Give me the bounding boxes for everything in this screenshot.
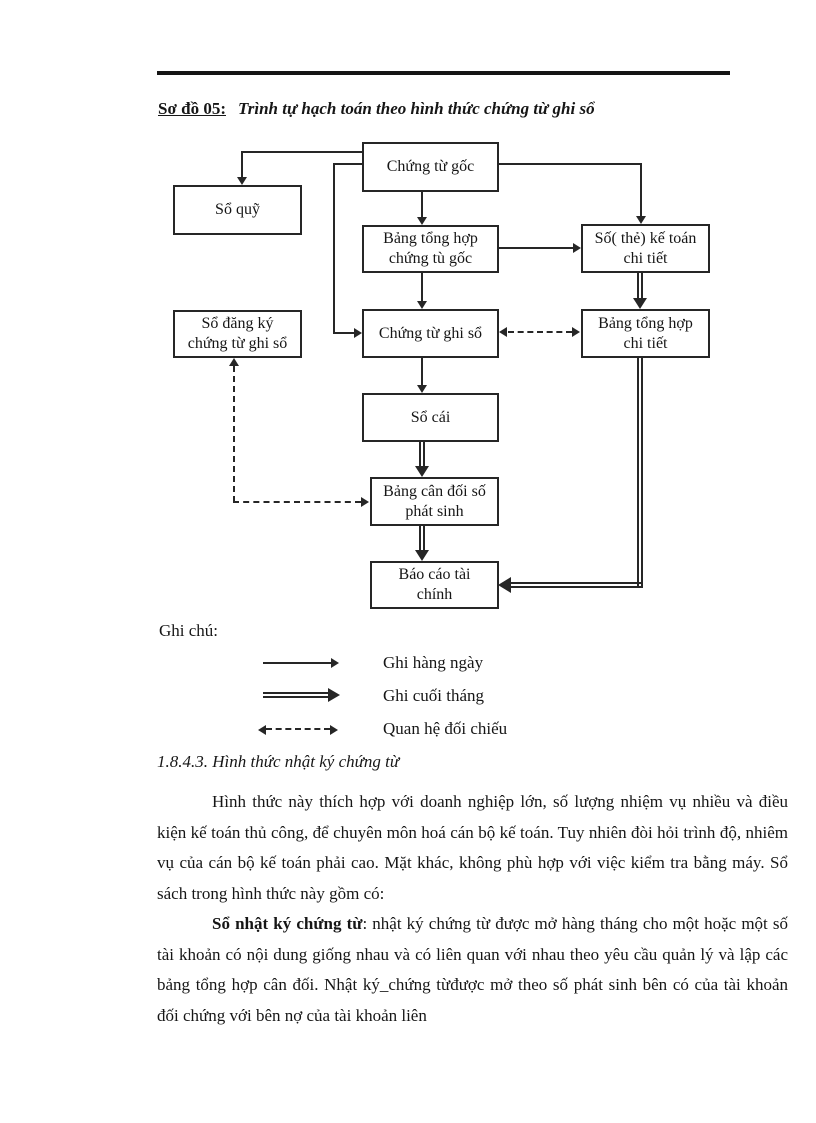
connector-bthct-bctc-double-line bbox=[637, 358, 643, 586]
box-label: Báo cáo tài bbox=[398, 566, 471, 583]
arrowhead-up-icon bbox=[229, 358, 239, 366]
box-label: Bảng tổng hợp bbox=[598, 314, 693, 332]
box-label: Bảng tổng hợp bbox=[383, 230, 478, 247]
paragraph-bold-lead: Sổ nhật ký chứng từ bbox=[212, 914, 363, 933]
diagram-title: Sơ đồ 05: Trình tự hạch toán theo hình th… bbox=[158, 99, 595, 119]
arrowhead-down-icon bbox=[237, 177, 247, 185]
legend-item-label: Quan hệ đối chiếu bbox=[383, 719, 508, 738]
legend-solid-arrow-icon bbox=[263, 662, 331, 664]
box-label: chứng từ ghi sổ bbox=[187, 335, 288, 352]
arrowhead-left-icon bbox=[498, 577, 511, 593]
legend-item-label: Ghi cuối tháng bbox=[383, 686, 485, 705]
connector-ctg-ctgs-line bbox=[333, 163, 362, 165]
arrowhead-down-icon bbox=[633, 298, 647, 309]
legend-double-arrow-icon bbox=[263, 692, 328, 698]
flowchart-box-bao-cao-tai-chinh: Báo cáo tài chính bbox=[370, 561, 499, 609]
flowchart-box-so-dang-ky-chung-tu-ghi-so: Sổ đăng ký chứng từ ghi sổ bbox=[173, 310, 302, 358]
body-text: Hình thức này thích hợp với doanh nghiệp… bbox=[157, 787, 788, 1031]
arrowhead-right-icon bbox=[361, 497, 369, 507]
box-label: Sổ quỹ bbox=[215, 201, 260, 218]
box-label: Số( thẻ) kế toán bbox=[594, 229, 697, 247]
arrowhead-right-icon bbox=[354, 328, 362, 338]
arrowhead-down-icon bbox=[417, 385, 427, 393]
arrowhead-left-icon bbox=[499, 327, 507, 337]
connector-ctg-soquy-line bbox=[241, 151, 243, 177]
connector-bthct-bctc-double-line bbox=[511, 582, 643, 588]
diagram-title-text: Trình tự hạch toán theo hình thức chứng … bbox=[237, 99, 595, 118]
legend-item-label: Ghi hàng ngày bbox=[383, 653, 484, 672]
connector-ctg-sothe-line bbox=[498, 163, 642, 165]
legend-solid-arrowhead-icon bbox=[331, 658, 339, 668]
connector-ctg-bth-line bbox=[421, 192, 423, 217]
arrowhead-down-icon bbox=[636, 216, 646, 224]
arrowhead-right-icon bbox=[572, 327, 580, 337]
box-label: Sổ đăng ký bbox=[201, 315, 274, 332]
connector-ctg-soquy-line bbox=[241, 151, 362, 153]
box-label: Sổ cái bbox=[410, 408, 451, 426]
connector-ctg-ctgs-line bbox=[333, 332, 354, 334]
legend-heading: Ghi chú: bbox=[159, 621, 219, 640]
paragraph-text: : nhật ký chứng từ được mở hàng tháng ch… bbox=[157, 914, 789, 1025]
legend-dashed-arrowhead-icon bbox=[330, 725, 338, 735]
connector-bcd-bctc-double-line bbox=[419, 526, 425, 551]
arrowhead-right-icon bbox=[573, 243, 581, 253]
legend-double-arrowhead-icon bbox=[328, 688, 340, 702]
flowchart-box-chung-tu-ghi-so: Chứng từ ghi sổ bbox=[362, 309, 499, 358]
flowchart-box-chung-tu-goc: Chứng từ gốc bbox=[362, 142, 499, 192]
flowchart-box-so-quy: Sổ quỹ bbox=[173, 185, 302, 235]
flowchart-box-bang-tong-hop-chi-tiet: Bảng tổng hợp chi tiết bbox=[581, 309, 710, 358]
connector-bcd-sodk-dashed-line bbox=[233, 501, 361, 503]
connector-ctgs-socai-line bbox=[421, 358, 423, 385]
arrowhead-down-icon bbox=[415, 550, 429, 561]
box-label: chi tiết bbox=[623, 334, 668, 352]
box-label: Chứng từ ghi sổ bbox=[378, 324, 483, 342]
flowchart-box-bang-can-doi-so-phat-sinh: Bảng cân đối số phát sinh bbox=[370, 477, 499, 526]
box-label: chi tiết bbox=[623, 249, 668, 267]
connector-sothe-bthct-double-line bbox=[637, 273, 643, 299]
flowchart-box-bang-tong-hop-chung-tu-goc: Bảng tổng hợp chứng tù gốc bbox=[362, 225, 499, 273]
paragraph: Sổ nhật ký chứng từ: nhật ký chứng từ đư… bbox=[157, 909, 788, 1031]
connector-socai-bcd-double-line bbox=[419, 442, 425, 467]
top-horizontal-rule bbox=[157, 71, 730, 75]
box-label: Chứng từ gốc bbox=[386, 158, 475, 175]
box-label: chứng tù gốc bbox=[388, 250, 473, 267]
flowchart-box-so-the-ke-toan-chi-tiet: Số( thẻ) kế toán chi tiết bbox=[581, 224, 710, 273]
legend-dashed-arrow-icon bbox=[266, 728, 330, 730]
box-label: phát sinh bbox=[405, 502, 464, 520]
connector-bcd-sodk-dashed-line bbox=[233, 366, 235, 502]
connector-bth-sothe-line bbox=[499, 247, 573, 249]
arrowhead-down-icon bbox=[417, 217, 427, 225]
box-label: Bảng cân đối số bbox=[383, 482, 486, 500]
diagram-title-label: Sơ đồ 05: bbox=[158, 99, 226, 118]
connector-bth-ctgs-line bbox=[421, 273, 423, 301]
arrowhead-down-icon bbox=[415, 466, 429, 477]
box-label: chính bbox=[416, 586, 453, 603]
section-heading: 1.8.4.3. Hình thức nhật ký chứng từ bbox=[157, 752, 400, 771]
flowchart-box-so-cai: Sổ cái bbox=[362, 393, 499, 442]
connector-ctg-ctgs-line bbox=[333, 163, 335, 333]
paragraph: Hình thức này thích hợp với doanh nghiệp… bbox=[157, 792, 788, 903]
connector-ctgs-bthct-dashed-line bbox=[508, 331, 572, 333]
legend-dashed-arrowhead-icon bbox=[258, 725, 266, 735]
arrowhead-down-icon bbox=[417, 301, 427, 309]
connector-ctg-sothe-line bbox=[640, 163, 642, 216]
